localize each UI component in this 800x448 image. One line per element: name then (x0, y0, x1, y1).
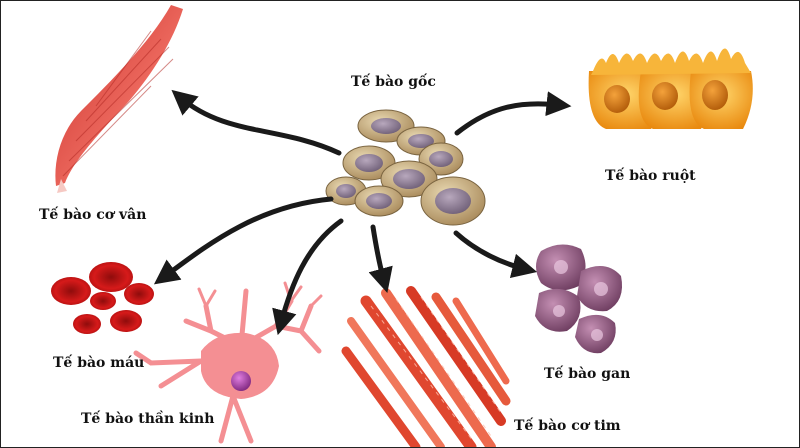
arrow-to-liver (453, 230, 538, 279)
label-stem-cell: Tế bào gốc (351, 74, 436, 90)
cardiac-muscle-icon (341, 286, 511, 447)
label-intestinal-cell: Tế bào ruột (605, 168, 696, 184)
label-blood-cell: Tế bào máu (53, 355, 145, 371)
arrow-to-intestine (454, 91, 572, 136)
label-liver-cell: Tế bào gan (544, 366, 631, 382)
arrow-to-muscle (171, 89, 342, 156)
skeletal-muscle-icon (55, 5, 183, 193)
arrows (153, 89, 572, 336)
neuron-icon (133, 281, 323, 444)
label-cardiac-muscle-cell: Tế bào cơ tim (514, 418, 621, 434)
stem-cell-cluster-icon (325, 109, 486, 226)
arrow-to-blood (153, 196, 334, 285)
arrow-to-heart (368, 224, 393, 294)
label-skeletal-muscle-cell: Tế bào cơ vân (39, 207, 147, 223)
liver-cell-icon (535, 244, 623, 354)
intestinal-cell-icon (588, 48, 753, 129)
label-nerve-cell: Tế bào thần kinh (81, 411, 215, 427)
red-blood-cell-icon (51, 262, 154, 334)
arrow-to-nerve (272, 218, 344, 336)
